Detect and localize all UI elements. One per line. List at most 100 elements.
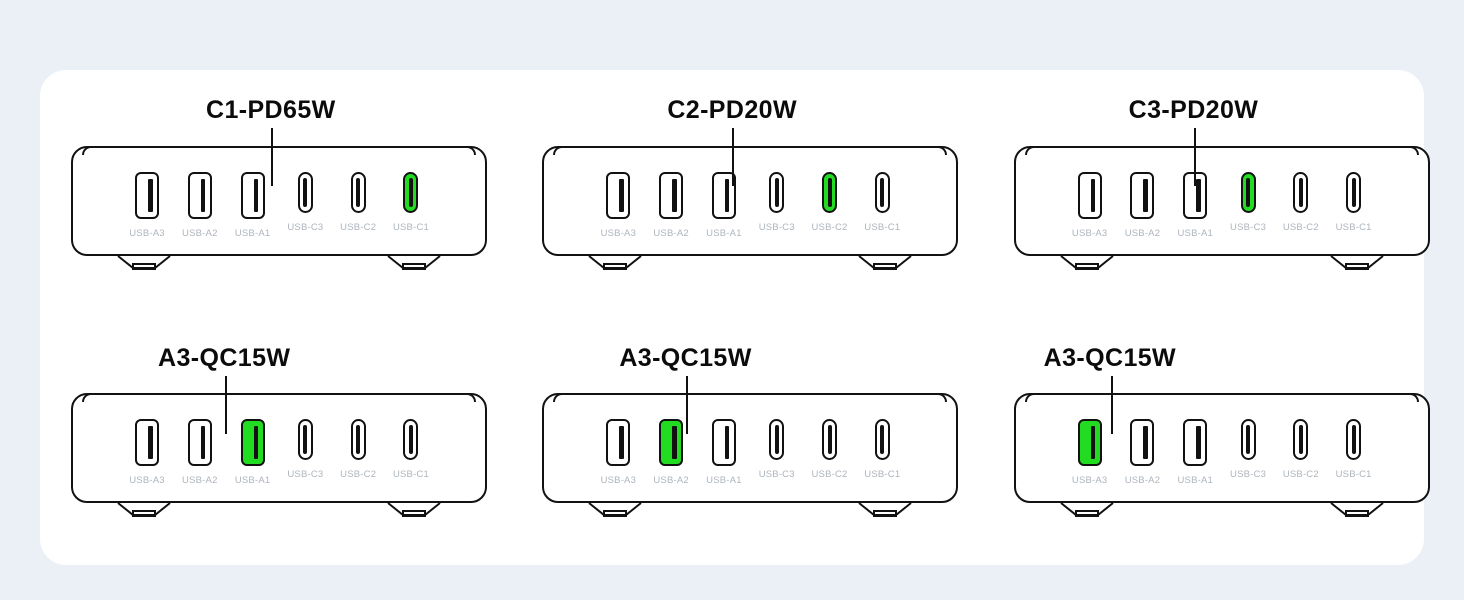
port-label: USB-C2 <box>1282 469 1319 480</box>
port-slot[interactable]: USB-A2 <box>1116 419 1168 486</box>
port-label: USB-A2 <box>653 227 689 239</box>
usb-c-slot <box>880 425 885 454</box>
device-top-edge <box>553 393 948 402</box>
port-slot[interactable]: USB-A3 <box>1064 419 1116 486</box>
usb-c-slot <box>408 425 413 454</box>
port-slot[interactable]: USB-A3 <box>121 171 173 239</box>
port-slot[interactable]: USB-A3 <box>121 419 173 486</box>
port-label: USB-C3 <box>1230 221 1267 233</box>
usb-c-slot <box>356 425 361 454</box>
port-slot[interactable]: USB-A3 <box>592 171 644 239</box>
usb-a-tongue <box>724 426 730 459</box>
port-slot[interactable]: USB-C2 <box>804 171 856 233</box>
usb-c-slot <box>1246 425 1251 454</box>
port-slot[interactable]: USB-C1 <box>385 171 437 233</box>
port-slot[interactable]: USB-C3 <box>279 419 331 480</box>
port-label: USB-C3 <box>1230 469 1267 480</box>
port-label: USB-C1 <box>392 469 429 480</box>
port-slot[interactable]: USB-C2 <box>332 419 384 480</box>
callout-leader-line <box>1193 128 1196 186</box>
usb-c-slot <box>303 177 308 207</box>
port-slot[interactable]: USB-C2 <box>804 419 856 480</box>
port-slot[interactable]: USB-C3 <box>1222 171 1274 233</box>
port-slot[interactable]: USB-A2 <box>645 419 697 486</box>
device-callout: A3-QC15W <box>501 344 962 373</box>
usb-a-port-icon <box>240 419 265 466</box>
usb-c-port-icon <box>1240 171 1256 213</box>
port-slot[interactable]: USB-C1 <box>1328 419 1380 480</box>
usb-c-slot <box>880 177 885 207</box>
port-slot[interactable]: USB-C3 <box>1222 419 1274 480</box>
usb-c-port-icon <box>769 419 785 460</box>
port-slot[interactable]: USB-C1 <box>856 419 908 480</box>
port-slot[interactable]: USB-C2 <box>1275 419 1327 480</box>
usb-a-port-icon <box>135 171 159 219</box>
port-label: USB-C2 <box>1282 221 1319 233</box>
usb-c-port-icon <box>350 419 366 460</box>
usb-a-port-icon <box>135 419 159 466</box>
port-slot[interactable]: USB-C3 <box>751 419 803 480</box>
usb-a-tongue <box>148 426 153 459</box>
usb-a-port-icon <box>711 171 736 219</box>
port-slot[interactable]: USB-C2 <box>332 171 384 233</box>
port-label: USB-A3 <box>1071 227 1108 239</box>
usb-c-port-icon <box>1293 419 1309 460</box>
port-label: USB-C1 <box>864 221 901 233</box>
port-slot[interactable]: USB-C1 <box>385 419 437 480</box>
port-slot[interactable]: USB-A2 <box>174 171 226 239</box>
device-top-edge <box>82 145 476 155</box>
usb-a-port-icon <box>1077 419 1102 466</box>
port-label: USB-A3 <box>600 227 637 239</box>
usb-a-port-icon <box>711 419 736 466</box>
port-label: USB-A1 <box>234 227 271 239</box>
usb-a-tongue <box>619 426 624 459</box>
usb-a-tongue <box>619 178 624 212</box>
port-label: USB-A3 <box>600 475 637 486</box>
port-slot[interactable]: USB-A3 <box>592 419 644 486</box>
port-label: USB-C1 <box>864 469 901 480</box>
port-slot[interactable]: USB-A1 <box>227 171 279 239</box>
usb-c-slot <box>356 177 361 207</box>
usb-a-port-icon <box>187 171 212 219</box>
port-label: USB-C2 <box>811 469 848 480</box>
port-slot[interactable]: USB-C2 <box>1275 171 1327 233</box>
port-slot[interactable]: USB-A2 <box>645 171 697 239</box>
port-label: USB-C2 <box>340 221 377 233</box>
port-slot[interactable]: USB-A2 <box>174 419 226 486</box>
usb-a-tongue <box>253 178 259 212</box>
usb-a-tongue <box>1090 178 1096 212</box>
callout-title: A3-QC15W <box>619 343 752 372</box>
usb-c-slot <box>1298 177 1303 207</box>
port-slot[interactable]: USB-A1 <box>698 419 750 486</box>
device-foot <box>1330 254 1384 271</box>
usb-a-port-icon <box>1130 171 1155 219</box>
port-slot[interactable]: USB-A1 <box>1169 419 1221 486</box>
port-slot[interactable]: USB-A1 <box>698 171 750 239</box>
port-slot[interactable]: USB-C1 <box>856 171 908 233</box>
port-label: USB-A3 <box>129 475 165 486</box>
device-callout: A3-QC15W <box>40 344 501 373</box>
port-slot[interactable]: USB-A2 <box>1116 171 1168 239</box>
usb-a-tongue <box>148 178 153 212</box>
usb-c-port-icon <box>1293 171 1309 213</box>
device-foot <box>387 502 441 518</box>
port-slot[interactable]: USB-C3 <box>751 171 803 233</box>
port-label: USB-C1 <box>1335 469 1372 480</box>
device-callout: C2-PD20W <box>501 96 962 125</box>
port-slot[interactable]: USB-A1 <box>227 419 279 486</box>
port-slot[interactable]: USB-C3 <box>279 171 331 233</box>
callout-leader-line <box>271 128 273 186</box>
port-label: USB-C1 <box>1335 221 1372 233</box>
usb-a-port-icon <box>1077 171 1102 219</box>
usb-a-port-icon <box>187 419 212 466</box>
usb-c-port-icon <box>403 171 419 213</box>
port-slot[interactable]: USB-A3 <box>1064 171 1116 239</box>
port-slot[interactable]: USB-C1 <box>1328 171 1380 233</box>
port-label: USB-C3 <box>758 221 795 233</box>
